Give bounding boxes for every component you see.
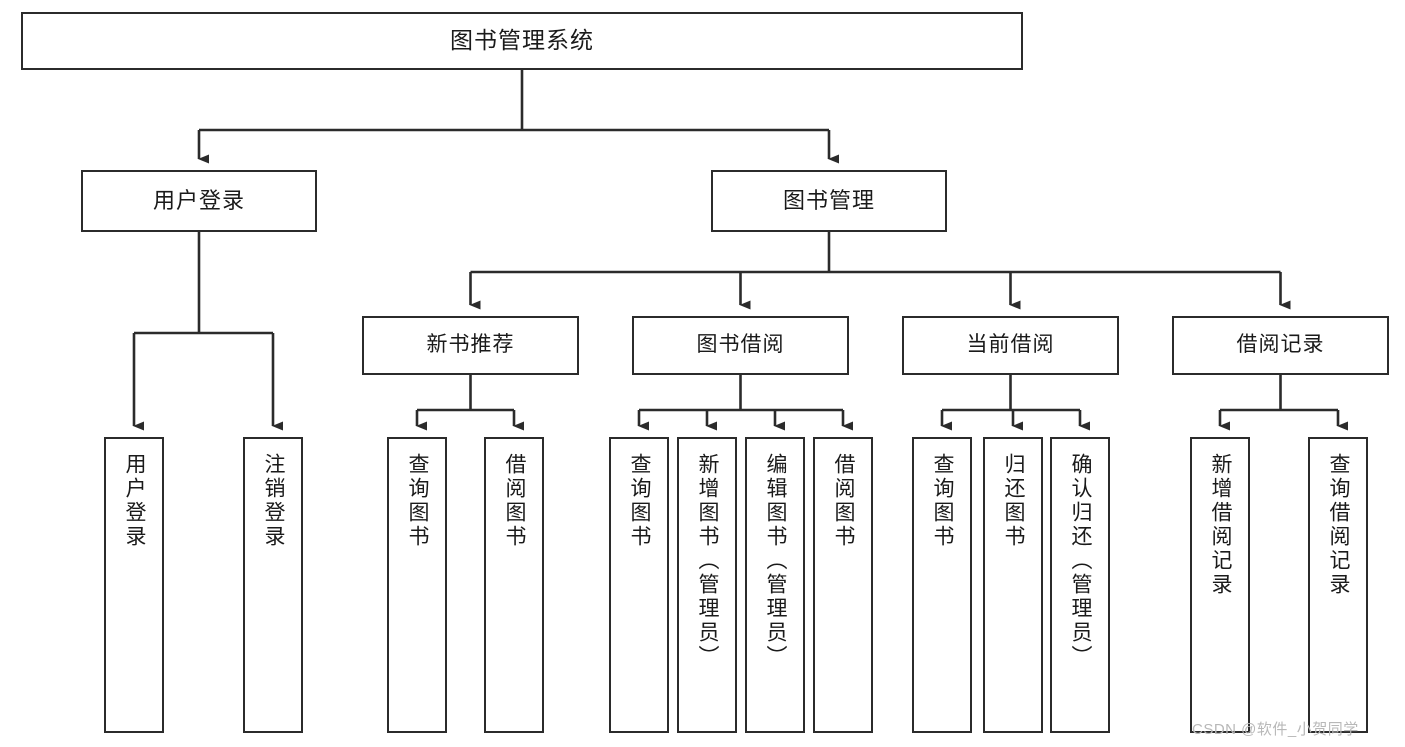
node-leaf-borrow-book-1[interactable]: 借阅图书 xyxy=(484,437,544,733)
node-label: 编辑图书（管理员） xyxy=(764,453,788,669)
node-label: 确认归还（管理员） xyxy=(1069,453,1093,669)
node-book-borrow[interactable]: 图书借阅 xyxy=(632,316,849,375)
node-user-login[interactable]: 用户登录 xyxy=(81,170,317,232)
node-label: 注销登录 xyxy=(262,453,286,549)
node-label: 借阅图书 xyxy=(832,453,856,549)
node-leaf-add-record[interactable]: 新增借阅记录 xyxy=(1190,437,1250,733)
node-leaf-borrow-book-2[interactable]: 借阅图书 xyxy=(813,437,873,733)
node-leaf-query-book-3[interactable]: 查询图书 xyxy=(912,437,972,733)
node-leaf-return-book[interactable]: 归还图书 xyxy=(983,437,1043,733)
node-label: 归还图书 xyxy=(1002,453,1026,549)
node-label: 借阅记录 xyxy=(1236,333,1325,357)
node-leaf-edit-book[interactable]: 编辑图书（管理员） xyxy=(745,437,805,733)
node-borrow-record[interactable]: 借阅记录 xyxy=(1172,316,1389,375)
node-label: 图书借阅 xyxy=(696,333,785,357)
node-book-manage[interactable]: 图书管理 xyxy=(711,170,947,232)
node-label: 用户登录 xyxy=(152,188,245,214)
node-leaf-user-login[interactable]: 用户登录 xyxy=(104,437,164,733)
node-label: 新增图书（管理员） xyxy=(696,453,720,669)
node-label: 查询图书 xyxy=(406,453,430,549)
node-leaf-logout[interactable]: 注销登录 xyxy=(243,437,303,733)
node-label: 图书管理 xyxy=(782,188,875,214)
node-label: 借阅图书 xyxy=(503,453,527,549)
csdn-watermark: CSDN @软件_小贺同学 xyxy=(1192,721,1359,738)
node-label: 查询图书 xyxy=(931,453,955,549)
node-new-book-rec[interactable]: 新书推荐 xyxy=(362,316,579,375)
node-leaf-query-book-2[interactable]: 查询图书 xyxy=(609,437,669,733)
node-current-borrow[interactable]: 当前借阅 xyxy=(902,316,1119,375)
node-leaf-confirm-return[interactable]: 确认归还（管理员） xyxy=(1050,437,1110,733)
node-label: 查询图书 xyxy=(628,453,652,549)
node-label: 当前借阅 xyxy=(966,333,1055,357)
node-label: 新增借阅记录 xyxy=(1209,453,1233,597)
node-leaf-add-book[interactable]: 新增图书（管理员） xyxy=(677,437,737,733)
node-label: 图书管理系统 xyxy=(450,27,594,54)
node-leaf-query-record[interactable]: 查询借阅记录 xyxy=(1308,437,1368,733)
node-leaf-query-book-1[interactable]: 查询图书 xyxy=(387,437,447,733)
node-label: 查询借阅记录 xyxy=(1327,453,1351,597)
node-label: 新书推荐 xyxy=(426,333,515,357)
node-root[interactable]: 图书管理系统 xyxy=(21,12,1023,70)
node-label: 用户登录 xyxy=(123,453,147,549)
